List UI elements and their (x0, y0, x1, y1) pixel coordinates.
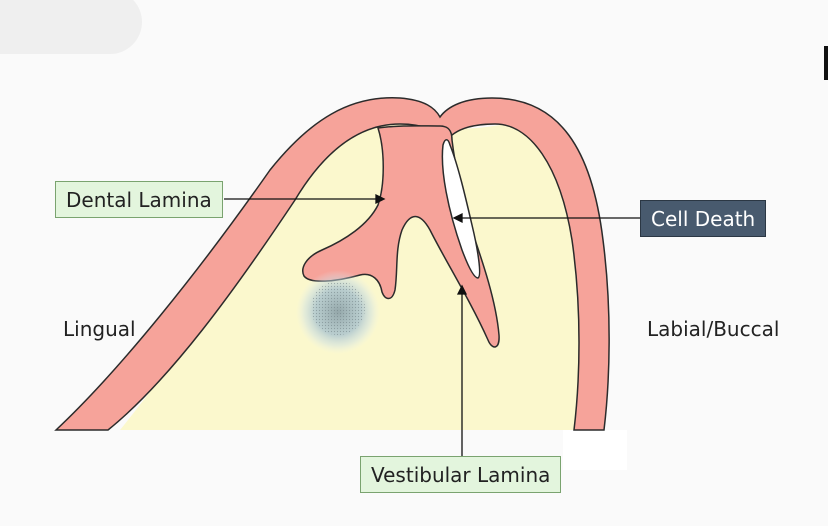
dental-lamina-arrowhead (375, 193, 386, 205)
labial-buccal-label: Labial/Buccal (647, 317, 780, 341)
oral-epithelium (54, 97, 610, 431)
condensation-dots (311, 281, 365, 335)
edge-marker (824, 46, 828, 80)
cell-death-label: Cell Death (640, 200, 767, 237)
cell-death-cleft (441, 139, 481, 279)
lingual-label: Lingual (63, 317, 136, 341)
white-patch (563, 430, 627, 470)
decorative-corner-shape (0, 0, 142, 54)
dental-lamina-label: Dental Lamina (55, 181, 223, 218)
vestibular-lamina-arrowhead (456, 284, 468, 295)
cell-death-arrowhead (452, 212, 463, 224)
vestibular-lamina-label: Vestibular Lamina (360, 456, 562, 493)
